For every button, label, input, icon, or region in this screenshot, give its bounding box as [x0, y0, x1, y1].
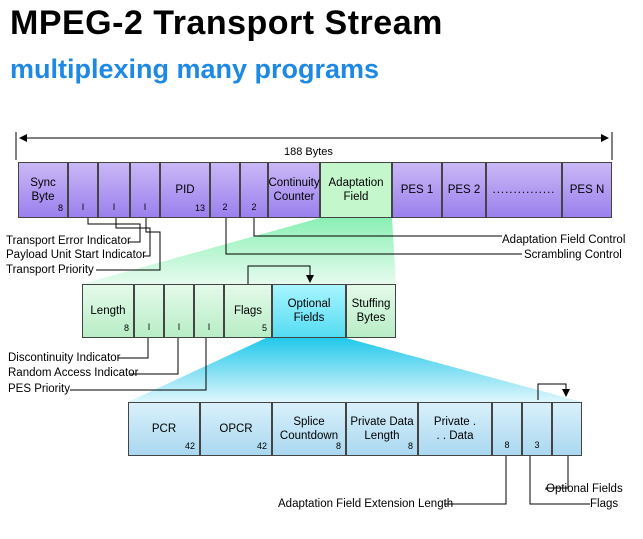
flags-cell: Flags 5: [224, 284, 272, 338]
packet-size-label: 188 Bytes: [284, 146, 333, 158]
nested-optional-fields-cell: [552, 402, 582, 456]
adaptation-field-control-cell: 2: [240, 162, 268, 218]
random-access-bit: I: [164, 284, 194, 338]
sync-byte-cell: Sync Byte 8: [18, 162, 68, 218]
opcr-label: OPCR: [219, 422, 253, 435]
bit-label: I: [81, 201, 85, 212]
private-data-length-cell: Private Data Length 8: [346, 402, 418, 456]
flags-3-cell: 3: [522, 402, 552, 456]
adaptation-field-cell: Adaptation Field: [320, 162, 392, 218]
transport-priority-bit: I: [130, 162, 160, 218]
pes-1-label: PES 1: [400, 183, 434, 196]
extension-length-cell: 8: [492, 402, 522, 456]
bit-label: I: [177, 321, 181, 332]
length-cell: Length 8: [82, 284, 134, 338]
pcr-bits: 42: [184, 440, 195, 451]
opcr-cell: OPCR 42: [200, 402, 272, 456]
pes-2-cell: PES 2: [442, 162, 486, 218]
label-random-access-indicator: Random Access Indicator: [8, 367, 139, 379]
pes-priority-bit: I: [194, 284, 224, 338]
length-label: Length: [90, 304, 126, 317]
label-transport-priority: Transport Priority: [6, 264, 94, 276]
private-data-label: Private . . . Data: [433, 415, 477, 442]
transport-error-bit: I: [68, 162, 98, 218]
continuity-counter-cell: Continuity Counter: [268, 162, 320, 218]
three-bits: 3: [534, 439, 540, 450]
flags-bits: 5: [261, 322, 267, 333]
pid-cell: PID 13: [160, 162, 210, 218]
private-data-length-bits: 8: [407, 440, 413, 451]
stuffing-bytes-label: Stuffing Bytes: [351, 297, 391, 324]
label-discontinuity-indicator: Discontinuity Indicator: [8, 352, 121, 364]
pes-dots-label: ...............: [492, 183, 556, 196]
label-transport-error-indicator: Transport Error Indicator: [6, 235, 131, 247]
opcr-bits: 42: [256, 440, 267, 451]
discontinuity-bit: I: [134, 284, 164, 338]
optional-fields-cell: Optional Fields: [272, 284, 346, 338]
splice-countdown-label: Splice Countdown: [279, 415, 339, 442]
subtitle: multiplexing many programs: [10, 54, 380, 84]
pes-2-label: PES 2: [447, 183, 481, 196]
two-bits: 2: [251, 201, 257, 212]
pcr-label: PCR: [151, 422, 177, 435]
continuity-counter-label: Continuity Counter: [268, 176, 320, 203]
title: MPEG-2 Transport Stream: [10, 4, 443, 42]
splice-countdown-bits: 8: [335, 440, 341, 451]
bit-label: I: [147, 321, 151, 332]
sync-byte-bits: 8: [57, 202, 63, 213]
pes-n-label: PES N: [569, 183, 605, 196]
label-flags: Flags: [590, 498, 619, 510]
private-data-length-label: Private Data Length: [350, 415, 414, 442]
pid-bits: 13: [194, 202, 205, 213]
optional-fields-expansion: [128, 338, 582, 402]
label-scrambling-control: Scrambling Control: [524, 249, 622, 261]
bit-label: I: [143, 201, 147, 212]
optional-fields-label: Optional Fields: [287, 297, 331, 324]
flags-label: Flags: [233, 304, 263, 317]
label-pes-priority: PES Priority: [8, 383, 70, 395]
label-payload-unit-start-indicator: Payload Unit Start Indicator: [6, 249, 146, 261]
label-adaptation-field-extension-length: Adaptation Field Extension Length: [278, 498, 454, 510]
label-adaptation-field-control: Adaptation Field Control: [502, 234, 626, 246]
pes-1-cell: PES 1: [392, 162, 442, 218]
pid-label: PID: [175, 183, 195, 196]
pes-dots-cell: ...............: [486, 162, 562, 218]
two-bits: 2: [222, 201, 228, 212]
label-optional-fields: Optional Fields: [546, 483, 623, 495]
extension-length-bits: 8: [504, 439, 510, 450]
private-data-cell: Private . . . Data: [418, 402, 492, 456]
stuffing-bytes-cell: Stuffing Bytes: [346, 284, 396, 338]
payload-unit-start-bit: I: [98, 162, 130, 218]
adaptation-field-label: Adaptation Field: [328, 176, 384, 203]
bit-label: I: [207, 321, 211, 332]
scrambling-control-cell: 2: [210, 162, 240, 218]
length-bits: 8: [123, 322, 129, 333]
pes-n-cell: PES N: [562, 162, 612, 218]
bit-label: I: [112, 201, 116, 212]
pcr-cell: PCR 42: [128, 402, 200, 456]
sync-byte-label: Sync Byte: [30, 176, 56, 203]
splice-countdown-cell: Splice Countdown 8: [272, 402, 346, 456]
